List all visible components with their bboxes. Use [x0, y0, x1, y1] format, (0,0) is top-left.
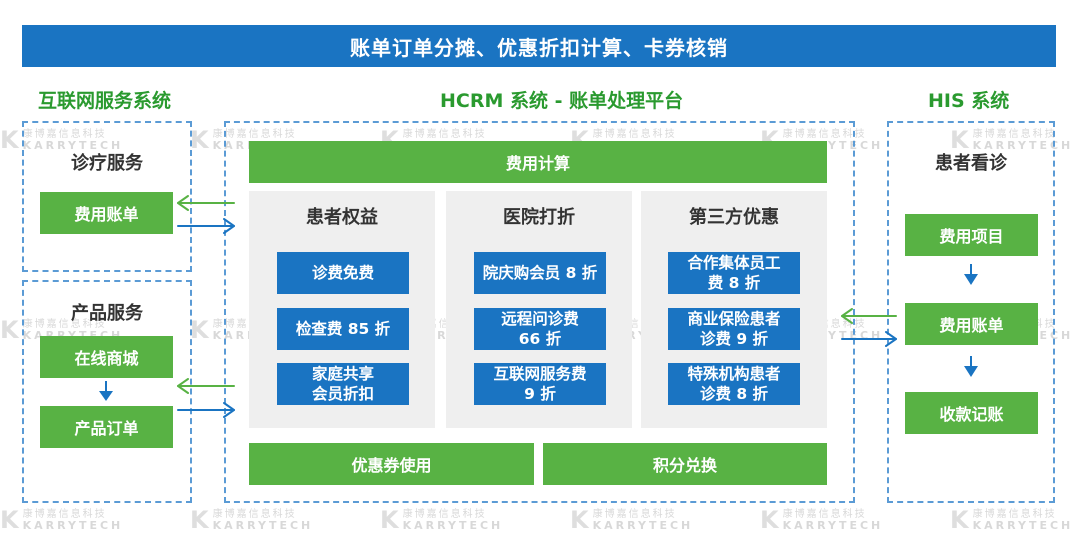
top-banner: 账单订单分摊、优惠折扣计算、卡券核销	[22, 25, 1056, 67]
right-fee-bill-box: 费用账单	[905, 303, 1038, 345]
patient-rights-title: 患者权益	[306, 207, 378, 228]
fee-items-box: 费用项目	[905, 214, 1038, 256]
arrow-left-green	[177, 378, 235, 394]
discount-item: 家庭共享 会员折扣	[277, 363, 409, 405]
discount-item: 远程问诊费 66 折	[474, 308, 606, 350]
hospital-discount-title: 医院打折	[503, 207, 575, 228]
third-party-title: 第三方优惠	[689, 207, 779, 228]
payment-record-box: 收款记账	[905, 392, 1038, 434]
points-exchange-label: 积分兑换	[652, 456, 717, 475]
online-mall-label: 在线商城	[74, 349, 139, 368]
fee-calculation-bar: 费用计算	[249, 141, 827, 183]
discount-item: 互联网服务费 9 折	[474, 363, 606, 405]
payment-record-label: 收款记账	[939, 405, 1004, 424]
coupon-usage-bar: 优惠券使用	[249, 443, 534, 485]
arrow-right-blue	[177, 218, 235, 234]
discount-item: 特殊机构患者 诊费 8 折	[668, 363, 800, 405]
fee-calculation-label: 费用计算	[505, 154, 570, 173]
right-fee-bill-label: 费用账单	[939, 316, 1004, 335]
banner-title: 账单订单分摊、优惠折扣计算、卡券核销	[350, 35, 728, 60]
patient-visit-title: 患者看诊	[935, 153, 1007, 174]
billing-platform-panel	[224, 121, 855, 503]
online-mall-box: 在线商城	[40, 336, 173, 378]
discount-item: 检查费 85 折	[277, 308, 409, 350]
left-fee-bill-label: 费用账单	[74, 205, 139, 224]
points-exchange-bar: 积分兑换	[543, 443, 827, 485]
product-order-box: 产品订单	[40, 406, 173, 448]
discount-item: 商业保险患者 诊费 9 折	[668, 308, 800, 350]
his-system-panel	[887, 121, 1055, 503]
right-system-title: HIS 系统	[928, 90, 1010, 112]
arrow-down-blue	[964, 356, 978, 377]
arrow-right-blue	[177, 402, 235, 418]
left-fee-bill-box: 费用账单	[40, 192, 173, 234]
product-order-label: 产品订单	[74, 419, 139, 438]
center-system-title: HCRM 系统 - 账单处理平台	[440, 90, 684, 112]
left-system-title: 互联网服务系统	[38, 90, 172, 112]
diagnosis-service-panel	[22, 121, 192, 272]
arrow-left-green	[177, 195, 235, 211]
arrow-left-green	[841, 308, 897, 324]
coupon-usage-label: 优惠券使用	[351, 456, 432, 475]
diagnosis-service-title: 诊疗服务	[71, 153, 143, 174]
arrow-down-blue	[99, 381, 113, 401]
product-service-title: 产品服务	[71, 303, 143, 324]
fee-items-label: 费用项目	[939, 227, 1004, 246]
discount-item: 院庆购会员 8 折	[474, 252, 606, 294]
product-service-panel	[22, 280, 192, 503]
discount-item: 合作集体员工 费 8 折	[668, 252, 800, 294]
discount-item: 诊费免费	[277, 252, 409, 294]
arrow-right-blue	[841, 331, 897, 347]
arrow-down-blue	[964, 264, 978, 285]
